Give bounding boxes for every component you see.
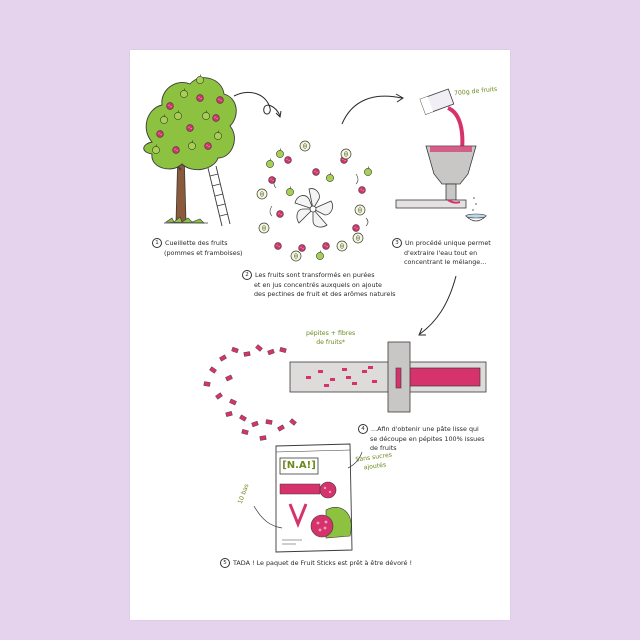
arrow-3-to-4 bbox=[419, 275, 457, 335]
step-1-line-1: Cueillette des fruits bbox=[165, 239, 228, 247]
step-4-line-3: de fruits bbox=[370, 444, 397, 452]
step-2-number: 2 bbox=[242, 270, 252, 280]
no-added-sugar-line-2: ajoutés bbox=[363, 460, 387, 472]
arrow-2-to-3 bbox=[341, 95, 403, 125]
step-1-number: 1 bbox=[152, 238, 162, 248]
nuggets-annotation: pépites + fibres de fruits* bbox=[306, 330, 355, 347]
step-5-number: 5 bbox=[220, 558, 230, 568]
extruder-illustration bbox=[203, 341, 487, 441]
step-3-line-1: Un procédé unique permet bbox=[405, 239, 491, 247]
step-4-line-2: se découpe en pépites 100% issues bbox=[370, 434, 485, 443]
step-4-line-1: ...Afin d'obtenir une pâte lisse qui bbox=[371, 425, 479, 433]
step-3-number: 3 bbox=[392, 238, 402, 248]
step-2-line-2: et en jus concentrés auxquels on ajoute bbox=[254, 280, 382, 289]
nuggets-annotation-line-1: pépites + fibres bbox=[306, 330, 356, 337]
step-2-line-1: Les fruits sont transformés en purées bbox=[255, 271, 375, 279]
step-5-line-1: TADA ! Le paquet de Fruit Sticks est prê… bbox=[233, 559, 413, 567]
step-2-line-3: des pectines de fruit et des arômes natu… bbox=[254, 290, 396, 298]
arrow-1-to-2 bbox=[233, 92, 281, 117]
step-3-line-2: d'extraire l'eau tout en bbox=[404, 248, 478, 257]
step-4-number: 4 bbox=[358, 424, 368, 434]
nuggets-annotation-line-2: de fruits* bbox=[316, 338, 346, 346]
step-4-caption: 4...Afin d'obtenir une pâte lisse qui se… bbox=[358, 424, 484, 454]
package-brand-logo: [N.A!] bbox=[282, 460, 316, 471]
fruit-sticks-package-illustration bbox=[253, 443, 363, 553]
apple-tree-illustration bbox=[143, 74, 237, 227]
illustration bbox=[143, 74, 487, 553]
step-3-line-3: concentrant le mélange... bbox=[404, 258, 487, 266]
extraction-machine-illustration bbox=[395, 88, 487, 222]
fruit-blender-illustration bbox=[256, 140, 372, 262]
step-1-line-2: (pommes et framboises) bbox=[164, 248, 243, 257]
